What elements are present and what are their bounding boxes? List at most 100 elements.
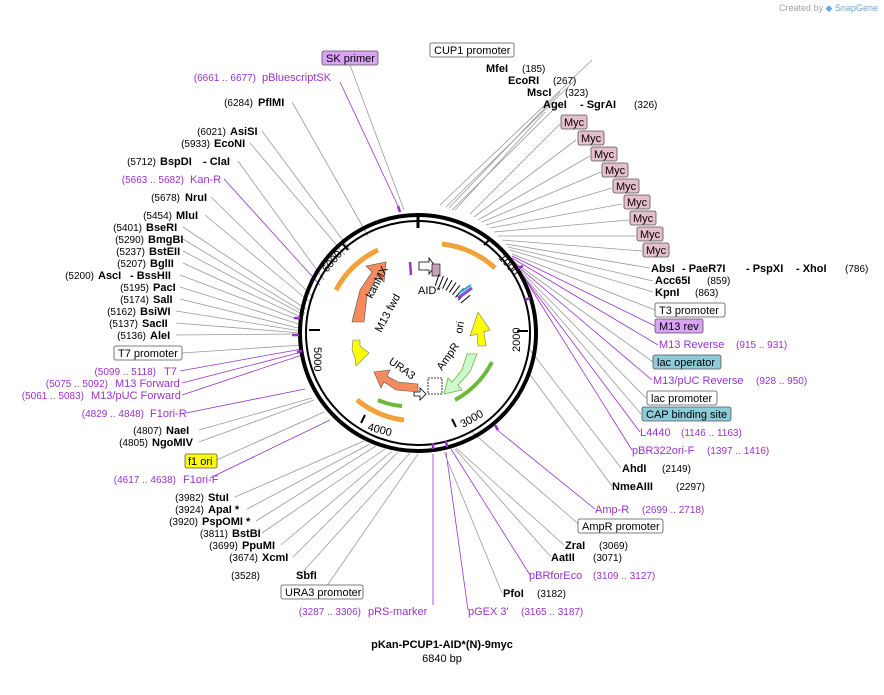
enzyme-ahdi[interactable]: AhdI	[622, 463, 646, 475]
enzyme-nrui-pos: (5678)	[151, 193, 180, 204]
enzyme-econi[interactable]: EcoNI	[214, 138, 245, 150]
enzyme-sacii[interactable]: SacII	[142, 318, 168, 330]
enzyme-ecori[interactable]: EcoRI	[508, 75, 539, 87]
primer-f1orif[interactable]: F1ori-F	[183, 474, 219, 486]
primer-f1orir[interactable]: F1ori-R	[150, 408, 187, 420]
enzyme-bsiwi[interactable]: BsiWI	[140, 306, 171, 318]
enzyme-bsiwi-pos: (5162)	[107, 307, 136, 318]
myc-label: Myc	[594, 149, 615, 161]
enzyme-bsteii[interactable]: BstEII	[149, 246, 180, 258]
primer-l4440[interactable]: L4440	[640, 427, 671, 439]
enzyme-alei-pos: (5136)	[117, 331, 146, 342]
enzyme-stui[interactable]: StuI	[208, 492, 229, 504]
primer-kanr[interactable]: Kan-R	[190, 174, 221, 186]
enzyme-bmgbi[interactable]: BmgBI	[148, 234, 183, 246]
primer-m13f[interactable]: M13 Forward	[115, 378, 180, 390]
enzyme-clai[interactable]: - ClaI	[203, 156, 230, 168]
enzyme-acc65i-pos: (859)	[707, 276, 730, 287]
leader-line	[291, 101, 369, 237]
myc-box[interactable]: Myc	[636, 226, 664, 242]
enzyme-paci[interactable]: PacI	[153, 282, 176, 294]
enzyme-mlui[interactable]: MluI	[176, 210, 198, 222]
primer-t7[interactable]: T7	[164, 366, 177, 378]
myc-box[interactable]: Myc	[577, 130, 605, 146]
enzyme-bsshii[interactable]: - BssHII	[130, 270, 171, 282]
enzyme-xcmi[interactable]: XcmI	[262, 552, 288, 564]
tick-mark-6000	[341, 242, 349, 251]
enzyme-bstbi[interactable]: BstBI	[232, 528, 261, 540]
enzyme-pfoi[interactable]: PfoI	[503, 588, 524, 600]
enzyme-ngomiv[interactable]: NgoMIV	[152, 437, 194, 449]
leader-line	[511, 253, 656, 311]
sk-primer-box[interactable]: SK primer	[321, 50, 379, 66]
leader-line	[185, 388, 306, 414]
myc-box[interactable]: Myc	[590, 146, 618, 162]
myc-box[interactable]: Myc	[642, 242, 670, 258]
leader-line	[249, 142, 346, 256]
plasmid-name: pKan-PCUP1-AID*(N)-9myc	[371, 639, 513, 651]
primer-ampr[interactable]: Amp-R	[595, 504, 629, 516]
enzyme-paer7i[interactable]: - PaeR7I	[682, 263, 725, 275]
enzyme-sbfi[interactable]: SbfI	[296, 570, 317, 582]
leader-line	[198, 397, 313, 431]
leader-line	[181, 351, 303, 384]
enzyme-acc65i[interactable]: Acc65I	[655, 275, 690, 287]
primer-prsmarker[interactable]: pRS-marker	[368, 606, 428, 618]
enzyme-bseri[interactable]: BseRI	[146, 222, 177, 234]
cup1-promoter-box[interactable]: CUP1 promoter	[429, 42, 515, 58]
t3-promoter-box[interactable]: T3 promoter	[654, 302, 726, 318]
myc-box[interactable]: Myc	[612, 178, 640, 194]
enzyme-kpni[interactable]: KpnI	[655, 287, 679, 299]
enzyme-bglii[interactable]: BglII	[150, 258, 174, 270]
lac-operator-box[interactable]: lac operator	[652, 354, 722, 370]
primer-pgex3[interactable]: pGEX 3'	[468, 606, 509, 618]
primer-pbluescriptsk[interactable]: pBluescriptSK	[262, 72, 332, 84]
primer-m13pucrev[interactable]: M13/pUC Reverse	[653, 375, 743, 387]
ura3-promoter-box[interactable]: URA3 promoter	[280, 584, 364, 600]
leader-line	[443, 451, 503, 594]
enzyme-pspomi[interactable]: PspOMI *	[202, 516, 251, 528]
enzyme-msci[interactable]: MscI	[527, 87, 551, 99]
enzyme-alei[interactable]: AleI	[150, 330, 170, 342]
myc-box[interactable]: Myc	[601, 162, 629, 178]
f1-ori-box[interactable]: f1 ori	[184, 453, 218, 469]
enzyme-bspdi[interactable]: BspDI	[160, 156, 192, 168]
primer-m13pucf[interactable]: M13/pUC Forward	[91, 390, 181, 402]
cap-site-box[interactable]: CAP binding site	[641, 406, 732, 422]
ampr-label: AmpR	[435, 341, 462, 373]
myc-box[interactable]: Myc	[629, 210, 657, 226]
enzyme-absi[interactable]: AbsI	[651, 263, 675, 275]
myc-box[interactable]: Myc	[623, 194, 651, 210]
enzyme-naei[interactable]: NaeI	[166, 425, 189, 437]
enzyme-sgrai[interactable]: - SgrAI	[580, 99, 616, 111]
t7-promoter-box[interactable]: T7 promoter	[113, 345, 183, 361]
enzyme-zrai[interactable]: ZraI	[565, 540, 585, 552]
enzyme-agei[interactable]: AgeI	[543, 99, 567, 111]
primer-pbr322orif[interactable]: pBR322ori-F	[632, 445, 695, 457]
m13-rev-box[interactable]: M13 rev	[654, 318, 704, 334]
ura3-arrow	[373, 369, 419, 393]
leader-line	[507, 246, 654, 282]
enzyme-sali[interactable]: SalI	[153, 294, 173, 306]
enzyme-mfei[interactable]: MfeI	[486, 63, 508, 75]
enzyme-asci[interactable]: AscI	[98, 270, 121, 282]
enzyme-xhoi[interactable]: - XhoI	[796, 263, 827, 275]
primer-pbrforeco[interactable]: pBRforEco	[529, 570, 582, 582]
ampr-arrow	[443, 353, 478, 395]
enzyme-aatii[interactable]: AatII	[551, 552, 575, 564]
enzyme-ppumi[interactable]: PpuMI	[242, 540, 275, 552]
ampr-promoter-box[interactable]: AmpR promoter	[577, 518, 664, 534]
enzyme-pspxi[interactable]: - PspXI	[746, 263, 783, 275]
enzyme-bglii-pos: (5207)	[117, 259, 146, 270]
lac-promoter-box[interactable]: lac promoter	[646, 390, 718, 406]
leader-line	[321, 453, 419, 594]
enzyme-apai[interactable]: ApaI *	[208, 504, 240, 516]
enzyme-nrui[interactable]: NruI	[185, 192, 207, 204]
enzyme-nmeaiii[interactable]: NmeAIII	[612, 481, 653, 493]
myc-label: Myc	[646, 245, 667, 257]
enzyme-asisi[interactable]: AsiSI	[230, 126, 258, 138]
primer-m13rev[interactable]: M13 Reverse	[659, 339, 724, 351]
myc-box[interactable]: Myc	[560, 114, 588, 130]
enzyme-pflmi[interactable]: PflMI	[258, 97, 284, 109]
leader-line	[280, 450, 393, 546]
